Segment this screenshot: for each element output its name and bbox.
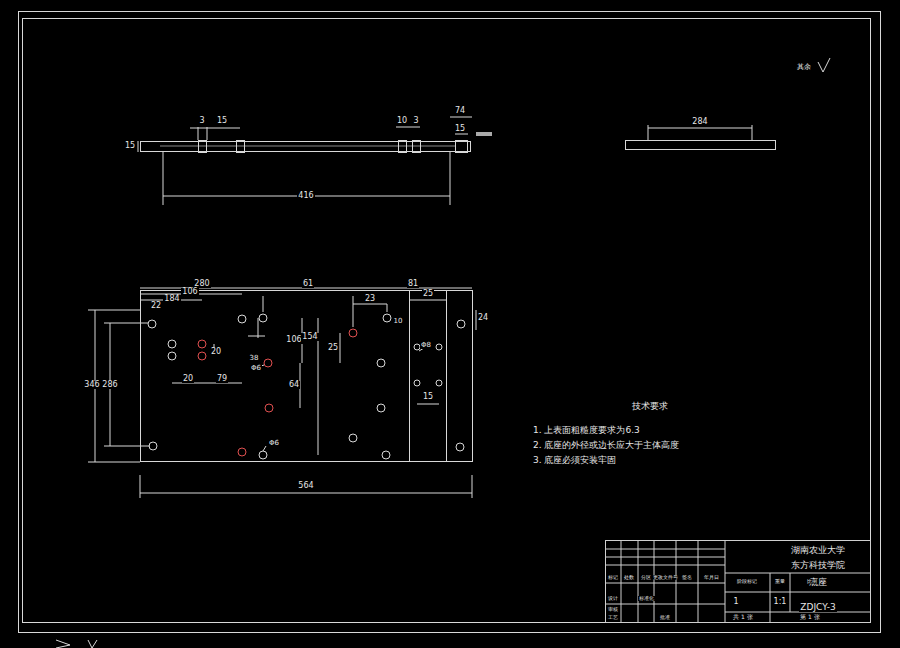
drawing-text: 更改文件号 [652,575,679,580]
drawing-text: 工艺 [607,615,619,620]
drawing-text: Φ6 [250,365,262,372]
drawing-text: 20 [210,348,222,356]
drawing-text: 416 [297,192,314,200]
drawing-text: 共 1 张 [732,614,754,620]
drawing-text: 25 [422,290,434,298]
drawing-text: 25 [327,344,339,352]
drawing-text: 15 [124,142,136,150]
drawing-text: 第 1 张 [799,614,821,620]
drawing-text: 10 [396,117,408,125]
drawing-text: 15 [216,117,228,125]
drawing-text: 64 [288,381,300,389]
drawing-text: 74 [454,107,466,115]
drawing-text: 15 [422,393,434,401]
drawing-text: 106 [285,336,302,344]
drawing-text: 81 [407,280,419,288]
drawing-text: 1. 上表面粗糙度要求为6.3 [532,426,641,435]
drawing-text: 10 [393,318,404,325]
drawing-text: Φ6 [268,440,280,447]
inner-frame [23,19,871,623]
drawing-text: 184 [163,295,180,303]
drawing-text: 106 [181,288,198,296]
drawing-text: 湖南农业大学 [790,546,846,555]
drawing-text: 1:1 [773,598,788,606]
drawing-text: 3 [412,117,419,125]
drawing-text: 处数 [623,575,635,580]
drawing-text: 284 [691,118,708,126]
drawing-text: Φ8 [420,342,432,349]
drawing-text: 标记 [607,575,619,580]
drawing-text: 重量 [774,579,786,584]
drawing-text: 3 [198,117,205,125]
drawing-text: 38 [249,355,260,362]
drawing-text: 东方科技学院 [790,561,846,570]
drawing-text: 2. 底座的外径或边长应大于主体高度 [532,441,680,450]
plan-view [88,288,476,498]
drawing-text: 1 [732,598,739,606]
drawing-text: 22 [150,302,162,310]
roughness-symbol [88,640,97,648]
drawing-text: 154 [301,333,318,341]
drawing-text: 设计 [607,596,619,601]
drawing-text: 标准化 [638,596,655,601]
outer-frame [19,12,881,633]
drawing-text: 280 [193,280,210,288]
drawing-text: 签名 [681,575,693,580]
drawing-text: 审核 [607,607,619,612]
drawing-text: 技术要求 [631,402,669,411]
drawing-text: 3. 底座必须安装牢固 [532,456,617,465]
drawing-text: 其余 [796,64,812,71]
side-view [138,117,492,205]
drawing-text: 346 [83,381,100,389]
drawing-text: 61 [302,280,314,288]
title-block [605,540,871,623]
drawing-text: ZDJCY-3 [799,603,836,612]
drawing-text: 79 [216,375,228,383]
drawing-text: 20 [182,375,194,383]
drawing-text: 23 [364,295,376,303]
roughness-symbol [818,58,830,72]
drawing-text: 批准 [659,615,671,620]
drawing-text: 286 [101,381,118,389]
drawing-text: 年月日 [703,575,720,580]
drawing-text: 24 [477,314,489,322]
drawing-text: 15 [454,125,466,133]
view-symbol [56,640,70,648]
end-view [626,125,776,150]
drawing-text: 阶段标记 [736,579,758,584]
drawing-text: 分区 [640,575,652,580]
drawing-text: 比例 [806,579,818,584]
drawing-text: 564 [297,482,314,490]
